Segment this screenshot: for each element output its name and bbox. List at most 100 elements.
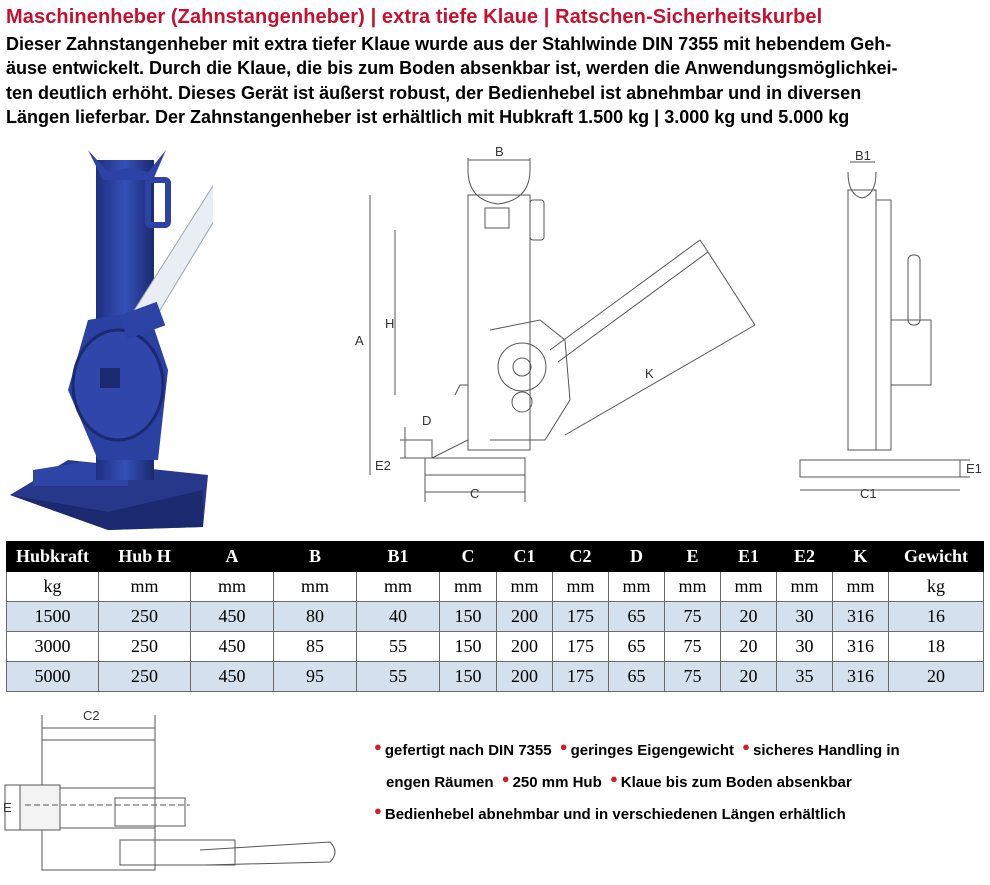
- col-header: Hubkraft: [6, 541, 99, 572]
- table-row: 3000 250 450 85 55 150 200 175 65 75 20 …: [6, 631, 984, 662]
- table-cell: 40: [356, 601, 440, 632]
- table-cell: 35: [776, 661, 833, 692]
- table-cell: 150: [439, 601, 497, 632]
- dim-label-b: B: [495, 144, 504, 159]
- unit-cell: kg: [888, 571, 984, 602]
- intro-line-1: Dieser Zahnstangenheber mit extra tiefer…: [6, 34, 892, 54]
- table-cell: 30: [776, 601, 833, 632]
- col-header: C2: [552, 541, 609, 572]
- dim-label-e2: E2: [375, 458, 391, 473]
- dim-label-a: A: [355, 333, 364, 348]
- dim-label-b1: B1: [855, 148, 871, 163]
- table-cell: 20: [720, 601, 777, 632]
- front-view-drawing: B1 E1 C1: [799, 148, 982, 501]
- table-cell: 450: [190, 661, 274, 692]
- table-row: 5000 250 450 95 55 150 200 175 65 75 20 …: [6, 661, 984, 692]
- table-cell: 95: [273, 661, 357, 692]
- intro-text: Dieser Zahnstangenheber mit extra tiefer…: [6, 32, 986, 130]
- unit-cell: mm: [776, 571, 833, 602]
- feature-item: Klaue bis zum Boden absenkbar: [620, 774, 852, 791]
- col-header: E: [664, 541, 721, 572]
- table-cell: 5000: [6, 661, 99, 692]
- dim-label-e: E: [3, 800, 12, 815]
- table-cell: 1500: [6, 601, 99, 632]
- table-cell: 55: [356, 631, 440, 662]
- dim-label-c2: C2: [83, 708, 100, 723]
- bullet-icon: ●: [374, 739, 382, 754]
- table-cell: 75: [664, 631, 721, 662]
- feature-item: geringes Eigengewicht: [570, 742, 734, 759]
- table-cell: 175: [552, 661, 609, 692]
- feature-line-3: ●Bedienhebel abnehmbar und in verschiede…: [370, 799, 970, 831]
- table-cell: 3000: [6, 631, 99, 662]
- dim-label-e1: E1: [966, 461, 982, 476]
- intro-line-3: ten deutlich erhöht. Dieses Gerät ist äu…: [6, 82, 862, 103]
- table-cell: 250: [98, 661, 191, 692]
- bullet-icon: ●: [742, 739, 751, 754]
- unit-cell: mm: [496, 571, 553, 602]
- table-cell: 150: [439, 631, 497, 662]
- table-cell: 75: [664, 661, 721, 692]
- unit-cell: mm: [664, 571, 721, 602]
- unit-cell: mm: [356, 571, 440, 602]
- unit-cell: mm: [273, 571, 357, 602]
- product-photo: [10, 150, 213, 530]
- table-cell: 55: [356, 661, 440, 692]
- unit-cell: mm: [832, 571, 889, 602]
- col-header: B1: [356, 541, 440, 572]
- col-header: Gewicht: [888, 541, 984, 572]
- table-cell: 316: [832, 601, 889, 632]
- bullet-icon: ●: [501, 771, 510, 786]
- dim-label-d: D: [422, 413, 431, 428]
- dim-label-c: C: [470, 486, 479, 501]
- col-header: B: [273, 541, 357, 572]
- table-cell: 85: [273, 631, 357, 662]
- table-cell: 80: [273, 601, 357, 632]
- col-header: E2: [776, 541, 833, 572]
- feature-line-1: ●gefertigt nach DIN 7355 ●geringes Eigen…: [370, 735, 970, 767]
- specs-table: Hubkraft Hub H A B B1 C C1 C2 D E E1 E2 …: [6, 541, 984, 692]
- col-header: C1: [496, 541, 553, 572]
- feature-list: ●gefertigt nach DIN 7355 ●geringes Eigen…: [370, 735, 970, 831]
- table-cell: 20: [720, 661, 777, 692]
- unit-cell: mm: [608, 571, 665, 602]
- table-cell: 20: [888, 661, 984, 692]
- table-header-row: Hubkraft Hub H A B B1 C C1 C2 D E E1 E2 …: [6, 541, 984, 572]
- page-title: Maschinenheber (Zahnstangenheber) | extr…: [6, 6, 823, 28]
- table-cell: 200: [496, 661, 553, 692]
- col-header: A: [190, 541, 274, 572]
- table-cell: 65: [608, 661, 665, 692]
- table-cell: 18: [888, 631, 984, 662]
- table-cell: 200: [496, 631, 553, 662]
- table-cell: 250: [98, 631, 191, 662]
- table-cell: 175: [552, 601, 609, 632]
- table-cell: 30: [776, 631, 833, 662]
- feature-item: sicheres Handling in: [753, 742, 900, 759]
- table-row: 1500 250 450 80 40 150 200 175 65 75 20 …: [6, 601, 984, 632]
- intro-line-2: äuse entwickelt. Durch die Klaue, die bi…: [6, 58, 898, 79]
- side-view-drawing: B A H K D E2 C: [355, 144, 756, 502]
- table-cell: 450: [190, 601, 274, 632]
- feature-item: gefertigt nach DIN 7355: [384, 742, 552, 759]
- feature-line-2: engen Räumen ●250 mm Hub ●Klaue bis zum …: [370, 767, 970, 799]
- dim-label-c1: C1: [860, 486, 877, 501]
- table-cell: 316: [832, 631, 889, 662]
- col-header: D: [608, 541, 665, 572]
- table-cell: 316: [832, 661, 889, 692]
- unit-cell: kg: [6, 571, 99, 602]
- table-cell: 65: [608, 631, 665, 662]
- col-header: E1: [720, 541, 777, 572]
- feature-item: 250 mm Hub: [512, 774, 602, 791]
- table-cell: 250: [98, 601, 191, 632]
- table-cell: 200: [496, 601, 553, 632]
- unit-cell: mm: [552, 571, 609, 602]
- dim-label-k: K: [645, 366, 654, 381]
- unit-cell: mm: [190, 571, 274, 602]
- top-view-drawing: C2 E: [3, 708, 336, 871]
- col-header: C: [439, 541, 497, 572]
- intro-line-4: Längen lieferbar. Der Zahnstangenheber i…: [6, 107, 850, 128]
- table-cell: 150: [439, 661, 497, 692]
- table-cell: 450: [190, 631, 274, 662]
- unit-cell: mm: [98, 571, 191, 602]
- feature-item: Bedienhebel abnehmbar und in verschieden…: [384, 806, 846, 823]
